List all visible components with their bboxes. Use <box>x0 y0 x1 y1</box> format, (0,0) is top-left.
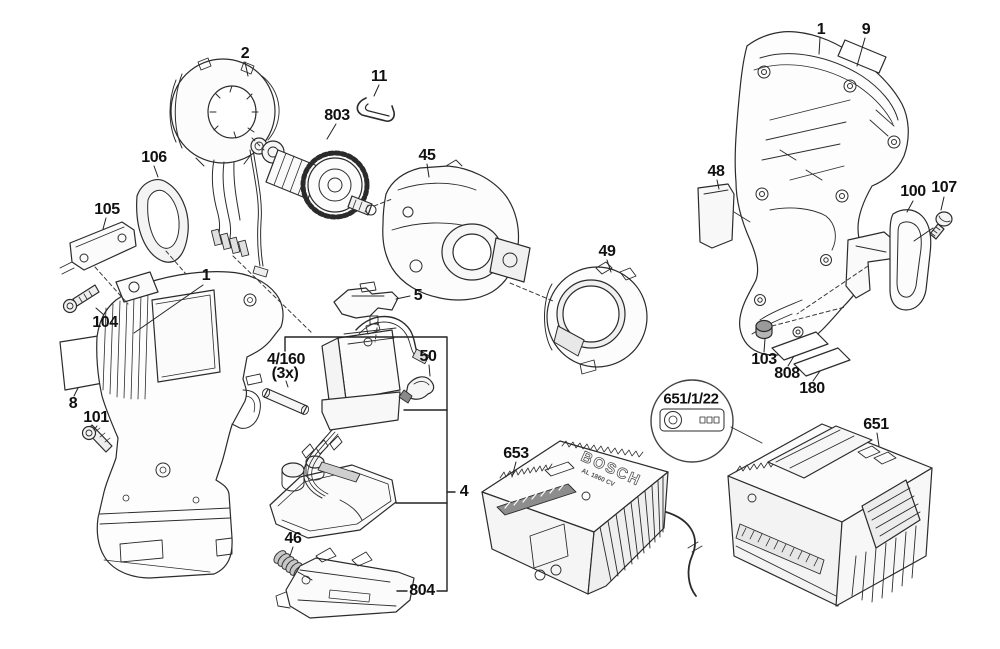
pad-106 <box>136 179 189 263</box>
battery-latch-804 <box>275 547 415 619</box>
stator-2 <box>169 57 280 167</box>
armature-803 <box>250 137 377 220</box>
motor-wires <box>210 148 269 278</box>
housing-left-half <box>96 271 284 579</box>
detail-circle-651-1-22 <box>650 379 763 463</box>
leader-lines <box>73 37 945 581</box>
charger-653: BOSCH AL 1860 CV <box>481 440 703 597</box>
contact-plate <box>269 429 397 539</box>
switch-module <box>321 315 430 431</box>
housing-cap-49 <box>544 261 648 375</box>
sticker-808 <box>771 331 829 361</box>
button-5 <box>333 281 399 325</box>
dashed-guides <box>94 137 869 343</box>
lever-50 <box>398 376 435 404</box>
belt-clip-100 <box>845 209 932 311</box>
battery-651 <box>727 423 933 607</box>
group-bracket-4 <box>284 336 456 592</box>
bumper-103 <box>755 319 773 340</box>
gearbox-45 <box>382 159 531 301</box>
model-sticker-9 <box>837 39 887 74</box>
housing-right-half <box>734 31 909 356</box>
pin-4-160 <box>261 388 310 415</box>
screw-101 <box>81 424 113 453</box>
screw-104 <box>62 284 100 314</box>
screw-107 <box>929 211 953 240</box>
clip-11 <box>356 97 395 122</box>
sticker-180 <box>793 347 851 377</box>
bracket-105 <box>59 221 137 275</box>
plate-48 <box>697 183 751 249</box>
